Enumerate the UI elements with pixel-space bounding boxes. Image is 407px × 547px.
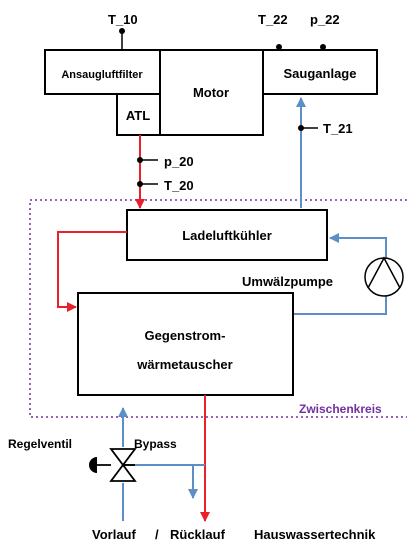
sensor-p20 [137,157,158,163]
umwaelzpumpe-label: Umwälzpumpe [242,274,333,289]
gegenstrom-label-line1: Gegenstrom- [145,328,226,343]
sensor-t20 [137,181,158,187]
hauswassertechnik-label: Hauswassertechnik [254,527,376,542]
label-t20: T_20 [164,178,194,193]
sauganlage-box [262,49,378,95]
label-t21: T_21 [323,121,353,136]
regelventil-icon [89,448,137,482]
zwischenkreis-boundary [29,199,407,418]
label-p20: p_20 [164,154,194,169]
ansaugluftfilter-label: Ansaugluftfilter [61,69,143,81]
ruecklauf-label: Rücklauf [170,527,226,542]
label-t22: T_22 [258,12,288,27]
sauganlage-label: Sauganlage [284,66,357,81]
umwaelzpumpe-icon [364,256,404,297]
atl-label: ATL [126,108,150,123]
motor-label: Motor [193,85,229,100]
gegenstrom-label-line2: wärmetauscher [136,357,232,372]
motor-box [159,49,264,136]
coolant-hot-loop [57,231,127,312]
gegenstrom-waermetauscher-box [77,292,294,396]
sensor-t10 [119,28,125,50]
label-t10: T_10 [108,12,138,27]
atl-box [116,93,161,136]
slash-label: / [155,527,159,542]
regelventil-label: Regelventil [8,437,72,451]
bypass-label: Bypass [134,437,177,451]
coolant-cold-loop [293,238,387,315]
zwischenkreis-label: Zwischenkreis [299,402,382,416]
ladeluftkuehler-box [126,209,328,261]
vorlauf-label: Vorlauf [92,527,136,542]
ladeluftkuehler-label: Ladeluftkühler [182,228,272,243]
label-p22: p_22 [310,12,340,27]
sensor-t21 [298,125,318,131]
